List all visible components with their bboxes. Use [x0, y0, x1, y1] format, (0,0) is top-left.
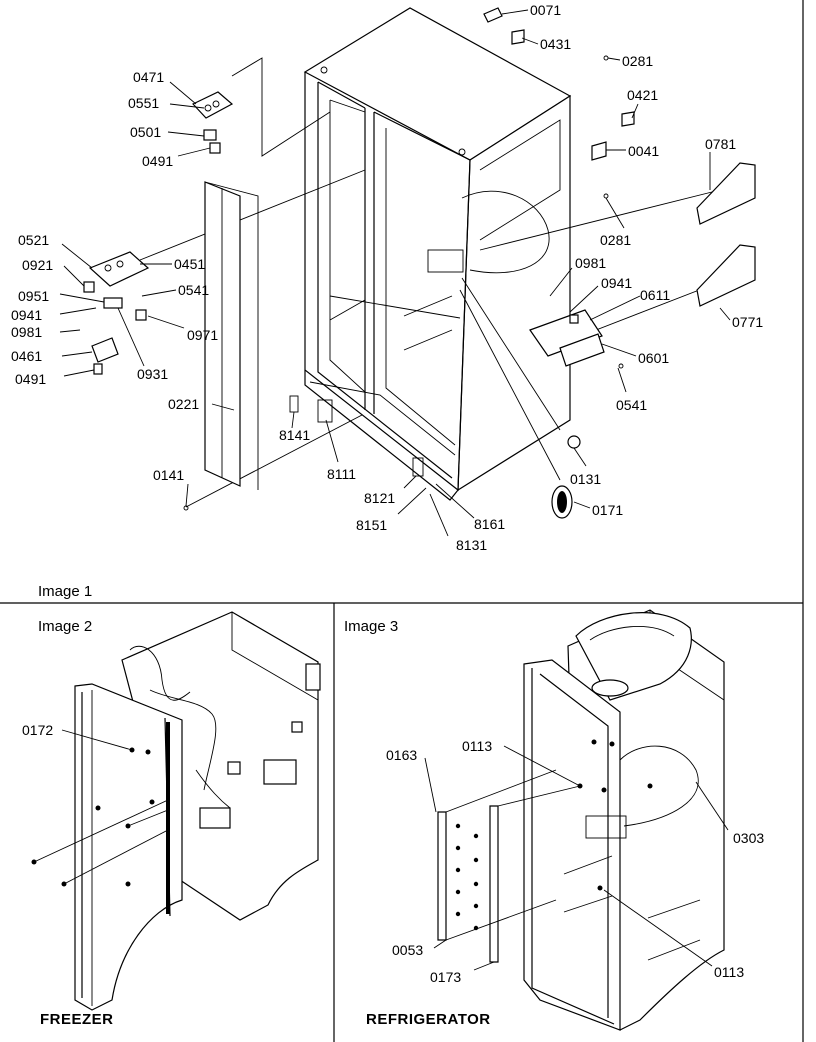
callout-0471: 0471 — [133, 69, 164, 85]
callout-0921: 0921 — [22, 257, 53, 273]
callout-0551: 0551 — [128, 95, 159, 111]
callout-0421: 0421 — [627, 87, 658, 103]
callout-8141: 8141 — [279, 427, 310, 443]
callout-0281: 0281 — [600, 232, 631, 248]
callout-0611: 0611 — [640, 287, 670, 303]
callout-0171: 0171 — [592, 502, 623, 518]
callout-0163: 0163 — [386, 747, 417, 763]
callout-0501: 0501 — [130, 124, 161, 140]
callout-0131: 0131 — [570, 471, 601, 487]
title-freezer: FREEZER — [40, 1011, 114, 1028]
middle-hinge-assembly — [83, 251, 150, 375]
callout-0113: 0113 — [462, 738, 492, 754]
callout-8111: 8111 — [327, 466, 356, 482]
image1-callouts: 0071 0431 0281 0421 0041 0781 0281 0471 … — [11, 2, 763, 553]
callout-0981: 0981 — [11, 324, 42, 340]
image3-refrigerator-drawing — [424, 609, 729, 1031]
callout-0771: 0771 — [732, 314, 763, 330]
callout-0981: 0981 — [575, 255, 606, 271]
door-gasket-0221 — [204, 181, 241, 487]
callout-0491: 0491 — [142, 153, 173, 169]
callout-0303: 0303 — [733, 830, 764, 846]
callout-0941: 0941 — [11, 307, 42, 323]
small-parts-right — [183, 7, 635, 519]
cover-strips — [696, 162, 756, 307]
callout-0451: 0451 — [174, 256, 205, 272]
callout-8121: 8121 — [364, 490, 395, 506]
callout-0053: 0053 — [392, 942, 423, 958]
caption-image2: Image 2 — [38, 618, 92, 635]
callout-0431: 0431 — [540, 36, 571, 52]
callout-0601: 0601 — [638, 350, 669, 366]
title-refrigerator: REFRIGERATOR — [366, 1011, 491, 1028]
callout-0041: 0041 — [628, 143, 659, 159]
callout-0281: 0281 — [622, 53, 653, 69]
callout-0781: 0781 — [705, 136, 736, 152]
image1-leader-lines — [59, 9, 731, 537]
callout-0461: 0461 — [11, 348, 42, 364]
callout-0951: 0951 — [18, 288, 49, 304]
callout-8131: 8131 — [456, 537, 487, 553]
callout-8151: 8151 — [356, 517, 387, 533]
image1-cabinet-drawing — [139, 7, 726, 508]
callout-0541: 0541 — [178, 282, 209, 298]
caption-image1: Image 1 — [38, 583, 92, 600]
upper-hinge-assembly — [192, 91, 234, 154]
callout-8161: 8161 — [474, 516, 505, 532]
callout-0941: 0941 — [601, 275, 632, 291]
callout-0971: 0971 — [187, 327, 218, 343]
image2-freezer-drawing — [31, 611, 321, 1011]
callout-0141: 0141 — [153, 467, 184, 483]
callout-0173: 0173 — [430, 969, 461, 985]
callout-0931: 0931 — [137, 366, 168, 382]
callout-0521: 0521 — [18, 232, 49, 248]
callout-0221: 0221 — [168, 396, 199, 412]
callout-0172: 0172 — [22, 722, 53, 738]
callout-0491: 0491 — [15, 371, 46, 387]
cover-plate-assembly — [529, 309, 605, 367]
caption-image3: Image 3 — [344, 618, 398, 635]
callout-0071: 0071 — [530, 2, 561, 18]
callout-0113: 0113 — [714, 964, 744, 980]
callout-0541: 0541 — [616, 397, 647, 413]
